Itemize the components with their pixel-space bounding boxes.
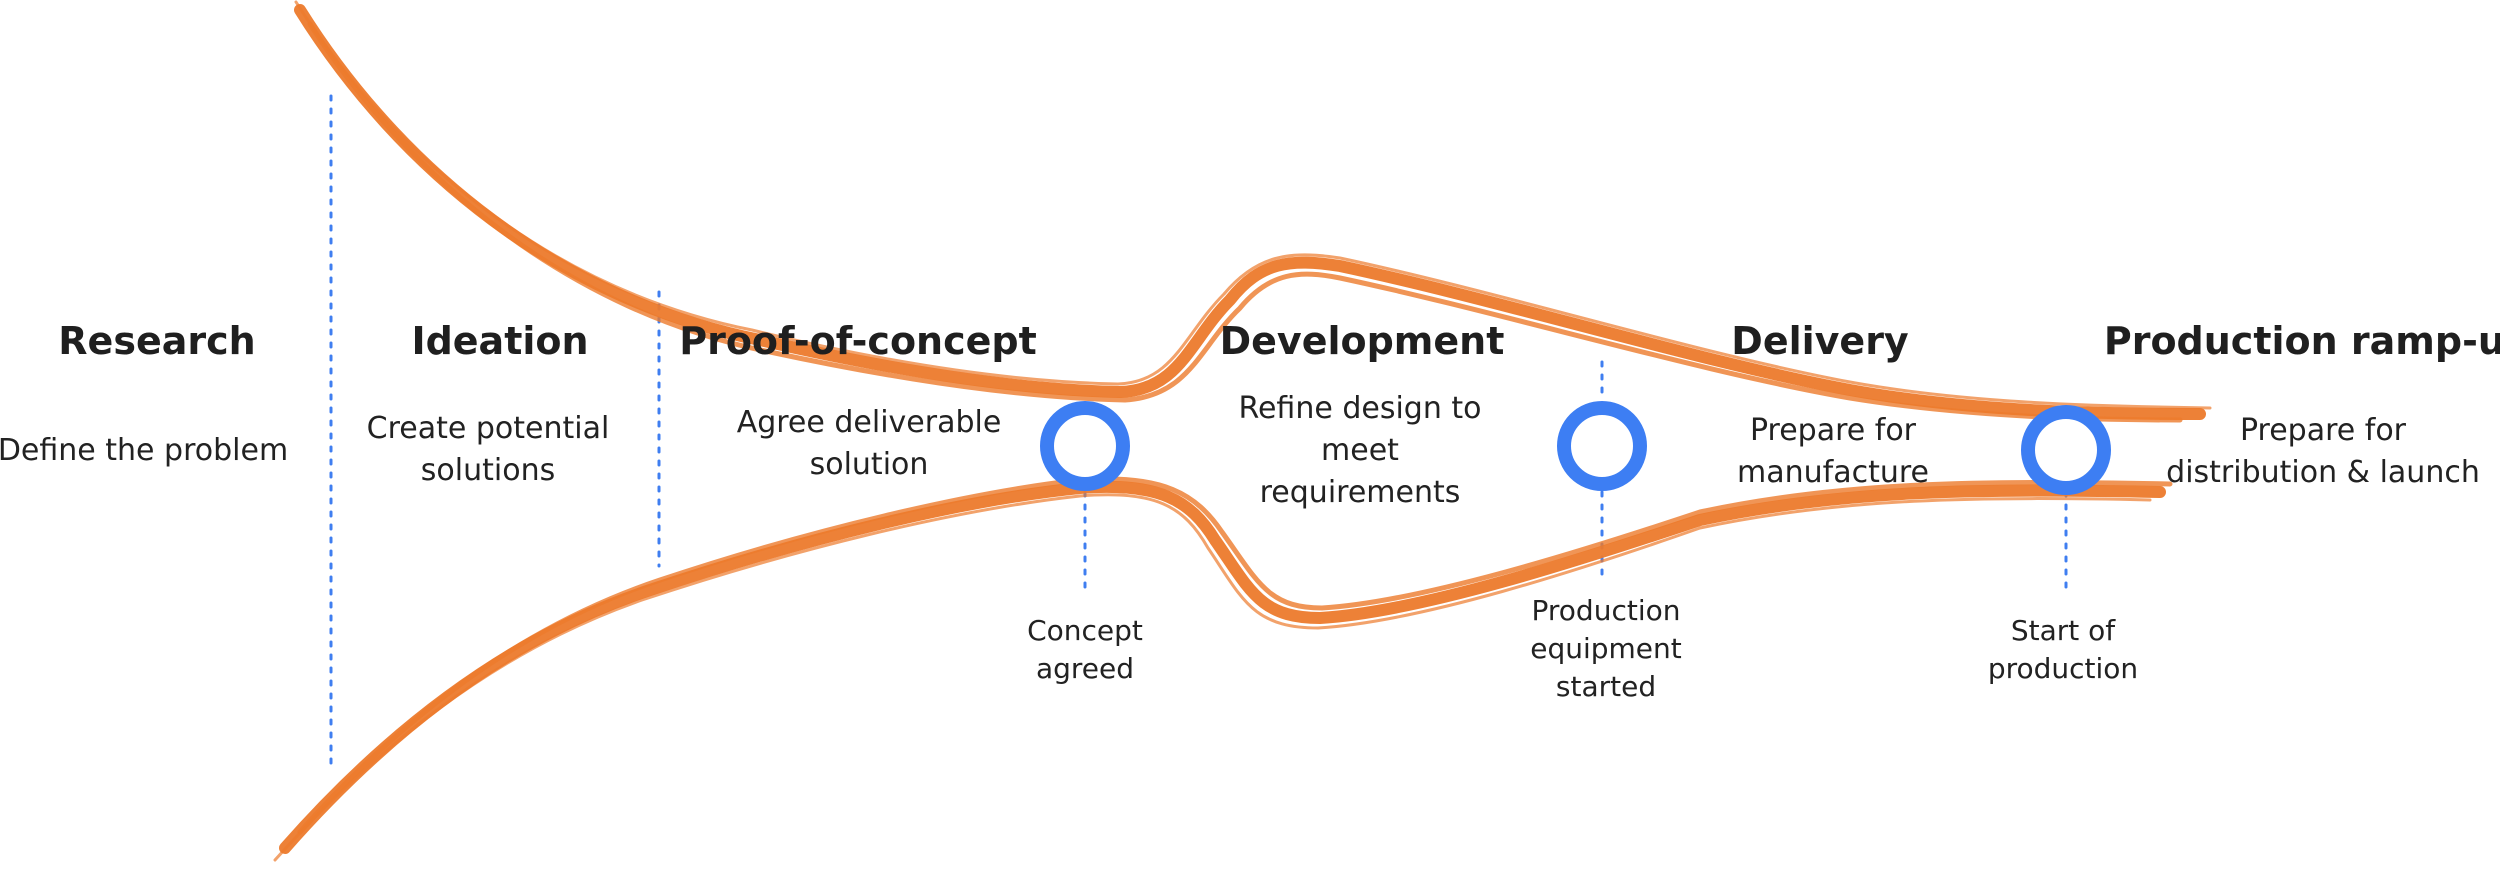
funnel-upper-stroke bbox=[294, 0, 2212, 423]
milestone-label-concept-line1: Concept bbox=[1027, 614, 1143, 647]
phase-title-development: Development bbox=[1220, 319, 1505, 363]
phase-desc-ideation-line1: Create potential bbox=[367, 411, 610, 446]
milestone-ring-production bbox=[2021, 405, 2111, 495]
phase-desc-research: Define the problem bbox=[0, 433, 288, 468]
phase-title-proof-of-concept: Proof-of-concept bbox=[679, 319, 1037, 363]
phase-desc-ideation-line2: solutions bbox=[421, 453, 555, 488]
milestone-label-production-line1: Start of bbox=[2011, 614, 2116, 647]
milestone-label-equipment-line3: started bbox=[1556, 670, 1656, 703]
milestone-ring-concept bbox=[1040, 401, 1130, 491]
milestone-label-concept-line2: agreed bbox=[1036, 652, 1134, 685]
phase-desc-delivery-line1: Prepare for bbox=[1750, 413, 1917, 448]
phase-title-delivery: Delivery bbox=[1731, 319, 1909, 363]
milestone-ring-equipment bbox=[1557, 401, 1647, 491]
phase-desc-proof-line1: Agree deliverable bbox=[737, 405, 1002, 440]
phase-desc-development-line2: meet bbox=[1321, 433, 1399, 468]
phase-desc-delivery-line2: manufacture bbox=[1737, 455, 1929, 490]
milestone-label-production-line2: production bbox=[1988, 652, 2138, 685]
phase-desc-proof-line2: solution bbox=[810, 447, 929, 482]
funnel-lower-stroke bbox=[273, 476, 2173, 862]
phase-desc-development-line1: Refine design to bbox=[1238, 391, 1481, 426]
phase-title-production-ramp-up: Production ramp-up bbox=[2104, 319, 2500, 363]
phase-desc-development-line3: requirements bbox=[1260, 475, 1461, 510]
phase-title-research: Research bbox=[58, 319, 255, 363]
phase-desc-rampup-line2: distribution & launch bbox=[2166, 455, 2480, 490]
milestone-label-equipment-line1: Production bbox=[1532, 594, 1681, 627]
phase-desc-rampup-line1: Prepare for bbox=[2240, 413, 2407, 448]
milestone-label-equipment-line2: equipment bbox=[1530, 632, 1682, 665]
phase-title-ideation: Ideation bbox=[411, 319, 588, 363]
